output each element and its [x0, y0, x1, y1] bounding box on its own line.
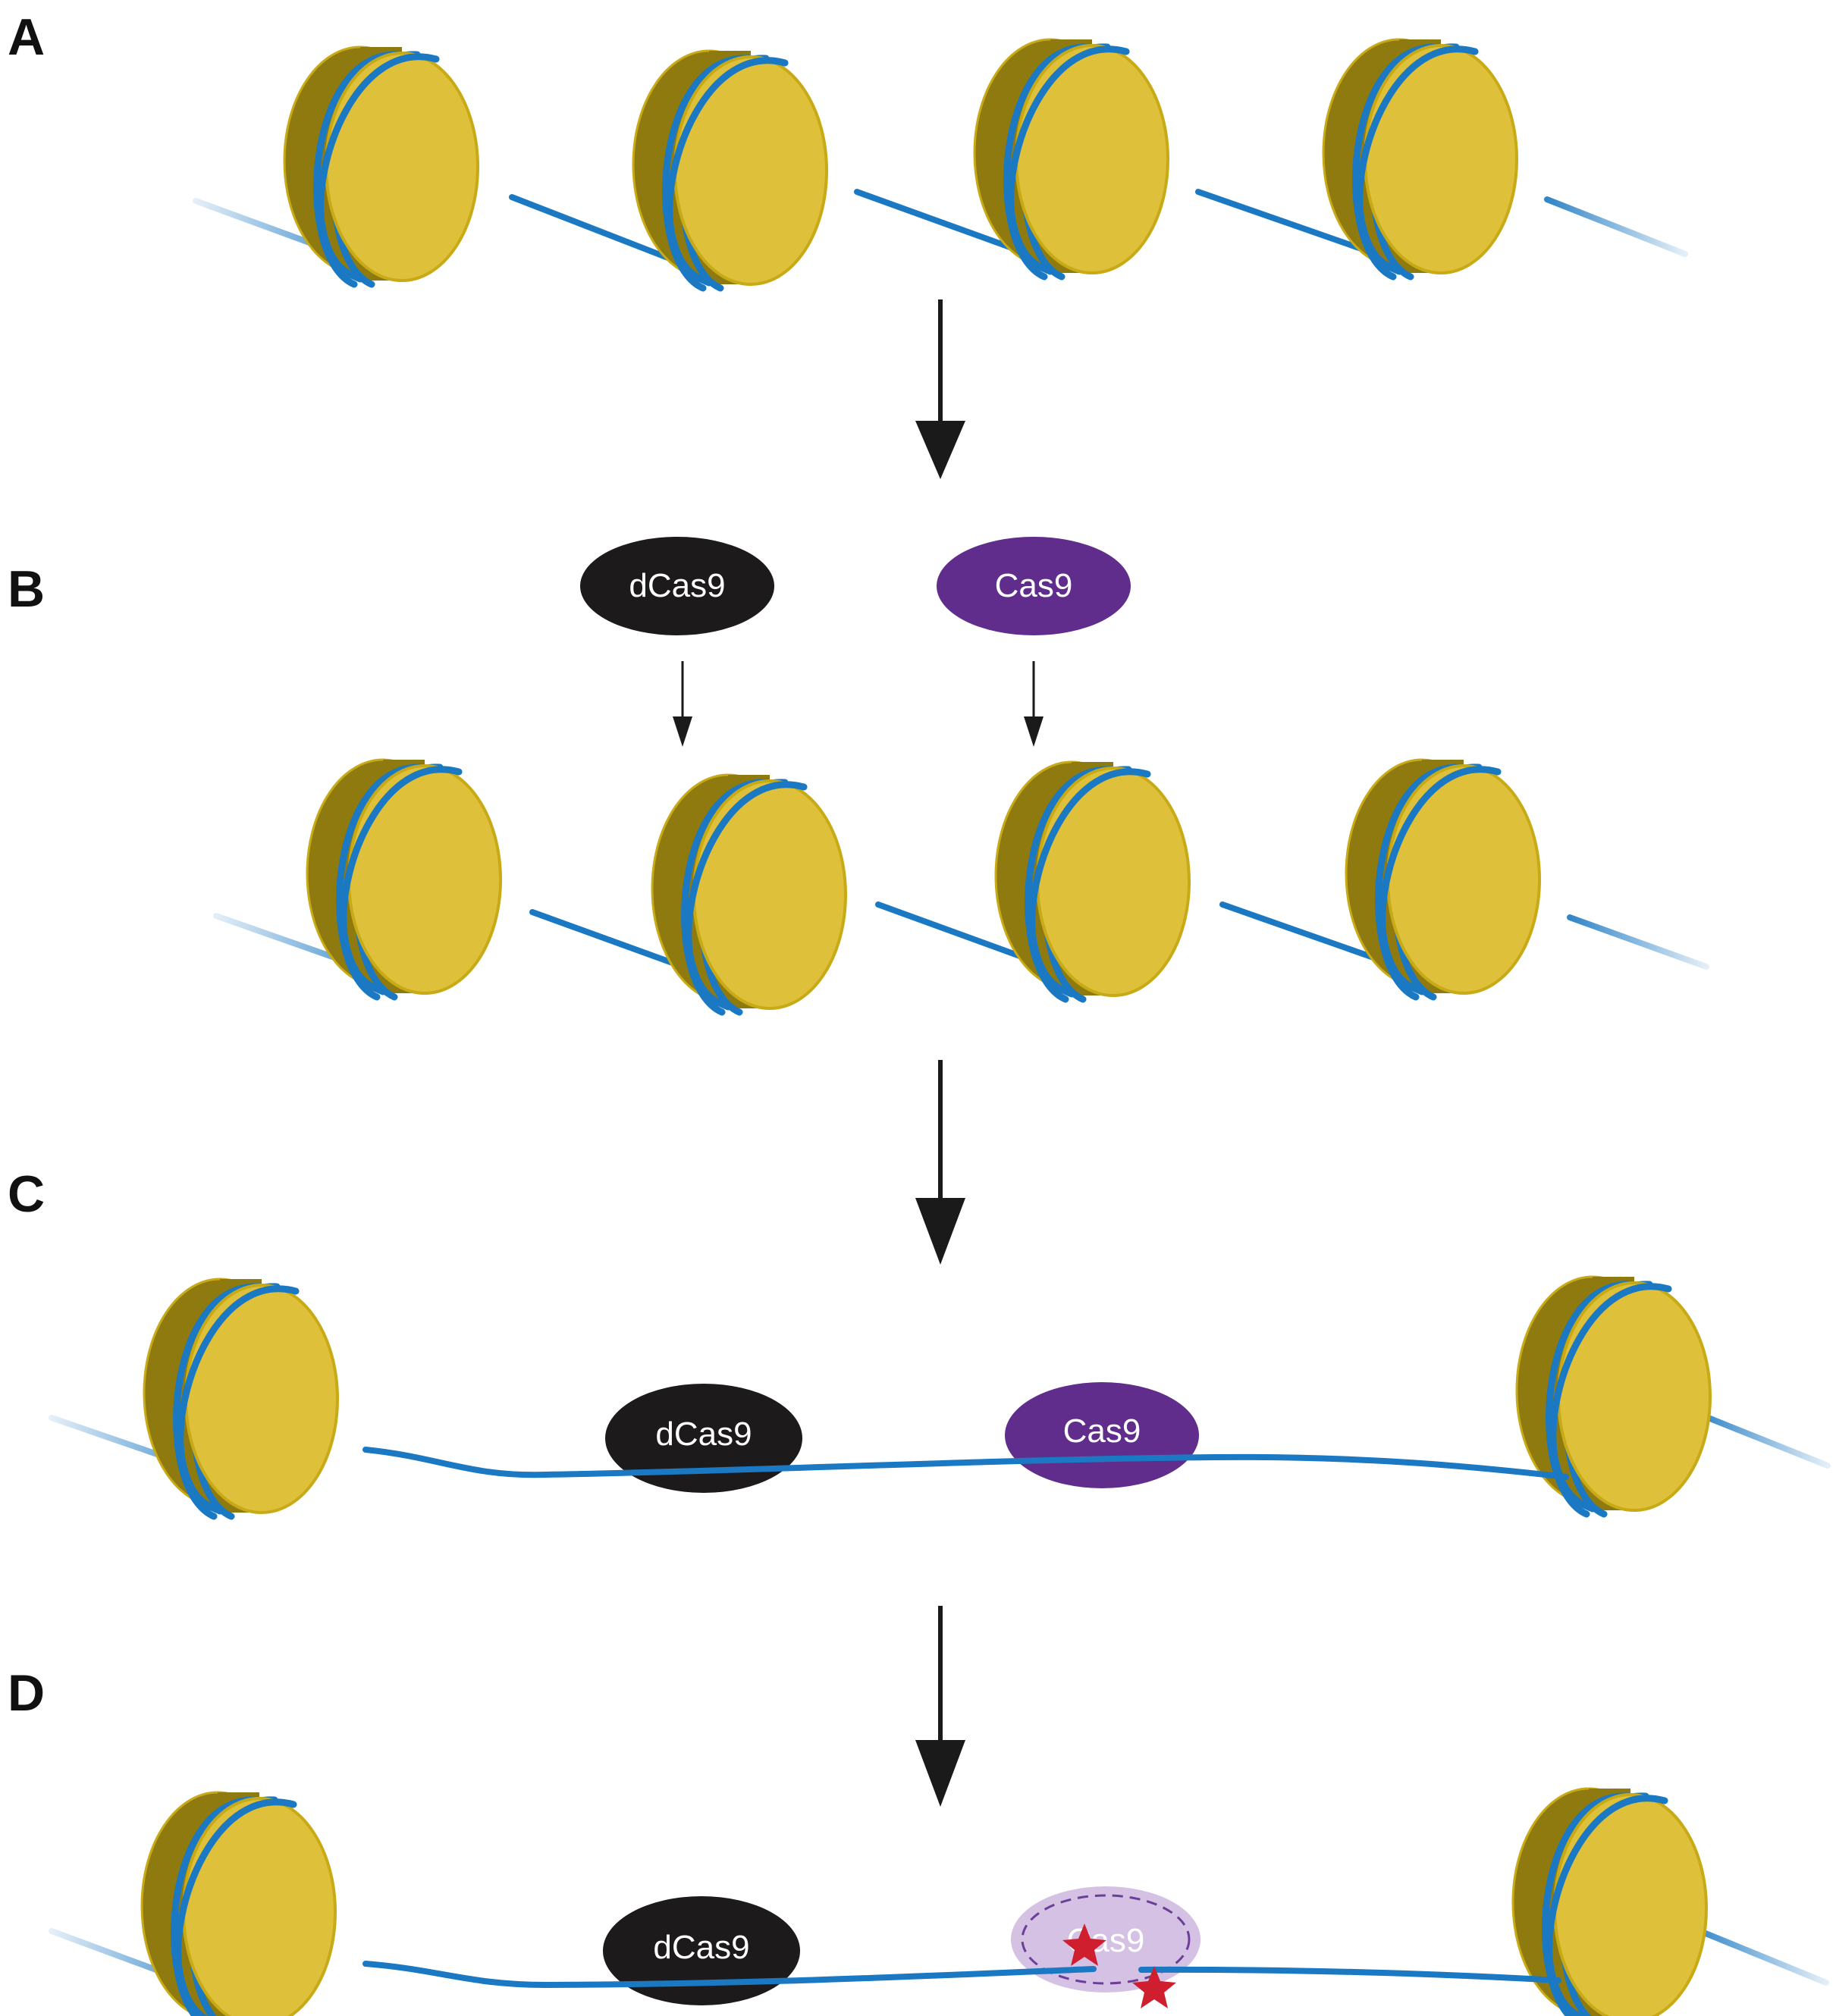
- dna-wrap-front: [1546, 1795, 1668, 2016]
- dna-wrap-front: [1007, 45, 1130, 275]
- dcas9-binding-arrowhead: [673, 716, 692, 747]
- dna-linker-end-right: [1690, 1925, 1829, 1986]
- histone-core-face: [1553, 1793, 1708, 2016]
- histone-core-face: [325, 52, 479, 282]
- nucleosome: [1515, 1275, 1712, 1518]
- dna-free-left: [362, 1961, 1097, 1989]
- histone-core-face: [182, 1797, 337, 2016]
- histone-core-face: [1015, 44, 1169, 274]
- dcas9-protein: [603, 1896, 800, 2005]
- dcas9-protein: [580, 537, 774, 635]
- histone-core-face: [692, 779, 847, 1010]
- panel-d-proteins: dCas9 Cas9: [362, 1886, 1561, 2008]
- panel-label-d: D: [8, 1664, 45, 1722]
- histone-core-face: [673, 55, 828, 286]
- panel-label-a: A: [8, 8, 45, 66]
- dna-wrap-front: [177, 1285, 300, 1515]
- dna-wrap-front: [1028, 768, 1151, 998]
- dna-wrap-front: [1356, 45, 1479, 275]
- dcas9-label: dCas9: [653, 1929, 749, 1966]
- nucleosome: [973, 38, 1169, 281]
- step-arrowhead-a-to-b: [915, 421, 965, 479]
- dna-linker-end-right: [1696, 1411, 1831, 1469]
- histone-core-face: [1036, 767, 1191, 997]
- dna-free: [362, 1447, 1569, 1480]
- nucleosome: [1345, 758, 1541, 1001]
- panel-c-proteins: dCas9 Cas9: [362, 1382, 1569, 1493]
- nucleosome: [994, 760, 1191, 1003]
- dna-wrap-front: [685, 781, 808, 1011]
- dna-wrap-front: [1379, 766, 1502, 995]
- step-arrows: [915, 299, 965, 1807]
- dna-wrap-front: [174, 1798, 297, 2016]
- dcas9-label: dCas9: [629, 567, 725, 604]
- dna-wrap-front: [317, 53, 440, 283]
- nucleosome: [632, 49, 828, 292]
- dna-free-right: [1138, 1966, 1561, 1983]
- cas9-released-protein: [1011, 1886, 1200, 1992]
- panel-label-b: B: [8, 560, 45, 618]
- dna-wrap-front: [1549, 1283, 1672, 1513]
- cut-star-icon: [1132, 1966, 1176, 2008]
- panel-b-proteins: dCas9 Cas9: [580, 537, 1131, 747]
- nucleosome: [140, 1791, 337, 2016]
- histone-core-face: [1364, 44, 1518, 274]
- step-arrowhead-b-to-c: [915, 1198, 965, 1265]
- histone-core-face: [347, 764, 502, 995]
- dna-wrap-front: [340, 766, 463, 995]
- histone-core-face: [1557, 1281, 1712, 1512]
- histone-core-face: [184, 1284, 339, 1514]
- nucleosome-layer: [140, 38, 1712, 2016]
- nucleosome: [651, 773, 847, 1016]
- panel-label-c: C: [8, 1165, 45, 1223]
- nucleosome: [1511, 1787, 1708, 2016]
- dna-wrap-front: [666, 57, 789, 287]
- nucleosome: [306, 758, 502, 1001]
- nucleosome: [1322, 38, 1518, 281]
- dcas9-label: dCas9: [655, 1416, 752, 1453]
- dna-linker-end-right: [1567, 914, 1709, 970]
- cas9-label: Cas9: [995, 567, 1073, 604]
- nucleosome: [283, 45, 479, 288]
- cas9-dashed-outline: [1021, 1894, 1191, 1985]
- cas9-protein: [937, 537, 1131, 635]
- cas9-label: Cas9: [1063, 1412, 1141, 1450]
- step-arrowhead-c-to-d: [915, 1740, 965, 1807]
- nucleosome: [143, 1278, 339, 1520]
- dna-linker-end-right: [1544, 196, 1688, 257]
- dcas9-protein: [605, 1384, 802, 1493]
- histone-core-face: [1386, 764, 1541, 995]
- cas9-binding-arrowhead: [1024, 716, 1044, 747]
- cut-star-icon: [1062, 1924, 1106, 1966]
